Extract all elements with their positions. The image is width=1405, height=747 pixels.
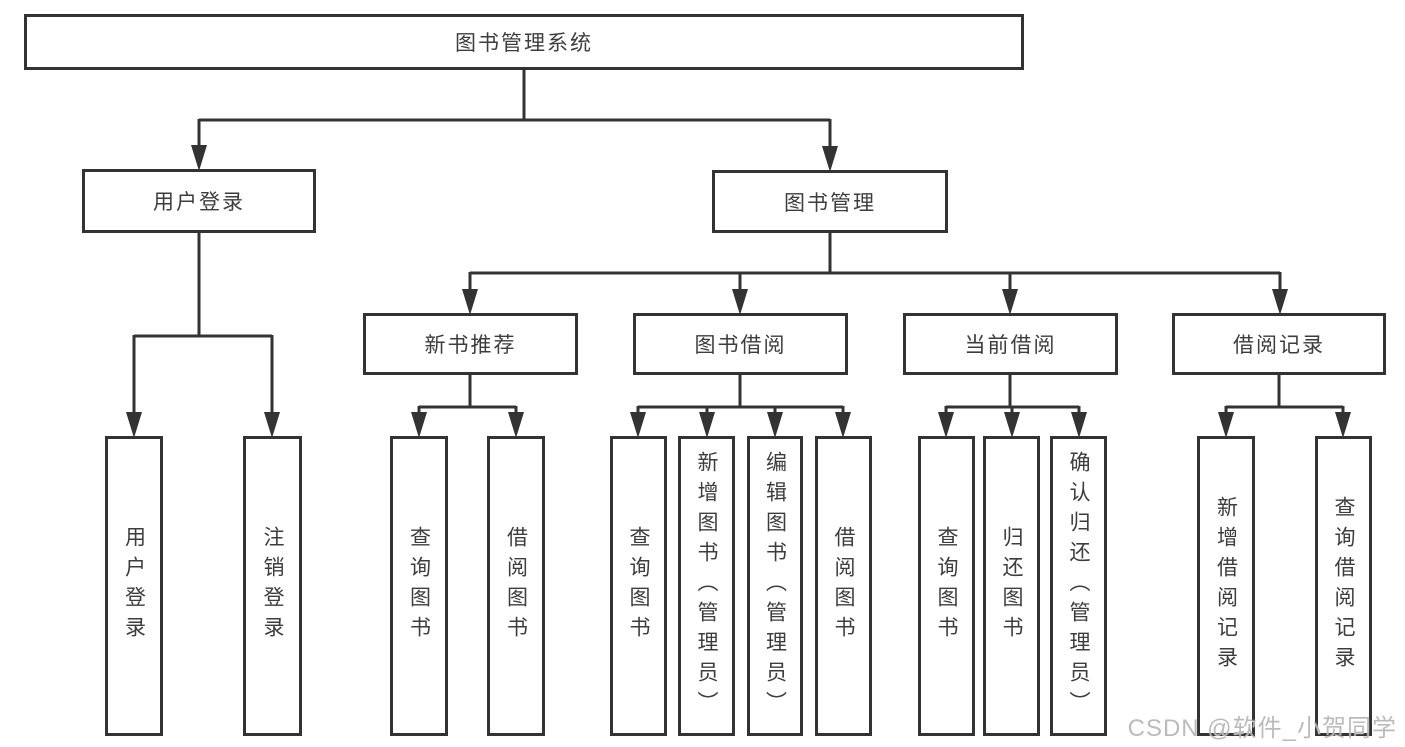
node-label: 新增借阅记录 [1214,496,1238,676]
node-user-login: 用户登录 [82,169,316,233]
leaf-confirm-return-admin: 确认归还（管理员） [1050,436,1107,736]
node-label: 用户登录 [153,191,245,214]
node-library-management-system: 图书管理系统 [24,14,1024,70]
leaf-add-borrow-record: 新增借阅记录 [1197,436,1255,736]
node-label: 新增图书（管理员） [695,451,718,721]
leaf-user-login: 用户登录 [105,436,163,736]
node-label: 查询图书 [407,526,431,646]
node-label: 借阅图书 [832,526,855,646]
leaf-query-books-3: 查询图书 [918,436,975,736]
leaf-return-book: 归还图书 [983,436,1040,736]
node-label: 查询图书 [935,526,958,646]
node-book-management: 图书管理 [712,170,948,233]
node-label: 用户登录 [122,526,146,646]
node-label: 图书管理 [784,191,876,215]
node-new-book-recommend: 新书推荐 [363,313,578,375]
node-label: 借阅记录 [1233,334,1325,357]
leaf-edit-book-admin: 编辑图书（管理员） [747,436,803,736]
node-label: 确认归还（管理员） [1067,451,1090,721]
node-book-borrowing: 图书借阅 [633,313,848,375]
leaf-add-book-admin: 新增图书（管理员） [678,436,735,736]
leaf-query-books-2: 查询图书 [610,436,667,736]
leaf-borrow-books-1: 借阅图书 [487,436,545,736]
leaf-logout: 注销登录 [243,436,302,736]
node-label: 归还图书 [1000,526,1023,646]
node-label: 借阅图书 [504,526,528,646]
node-label: 当前借阅 [964,334,1057,357]
leaf-query-borrow-record: 查询借阅记录 [1315,436,1372,736]
leaf-query-books-1: 查询图书 [390,436,448,736]
node-label: 注销登录 [261,526,284,646]
node-label: 图书借阅 [694,334,787,357]
node-borrowing-records: 借阅记录 [1172,313,1386,375]
node-label: 新书推荐 [424,334,517,357]
node-label: 查询借阅记录 [1332,496,1355,676]
node-current-borrowing: 当前借阅 [903,313,1118,375]
node-label: 查询图书 [627,526,650,646]
leaf-borrow-books-2: 借阅图书 [815,436,872,736]
node-label: 图书管理系统 [455,32,593,55]
node-label: 编辑图书（管理员） [763,451,787,721]
